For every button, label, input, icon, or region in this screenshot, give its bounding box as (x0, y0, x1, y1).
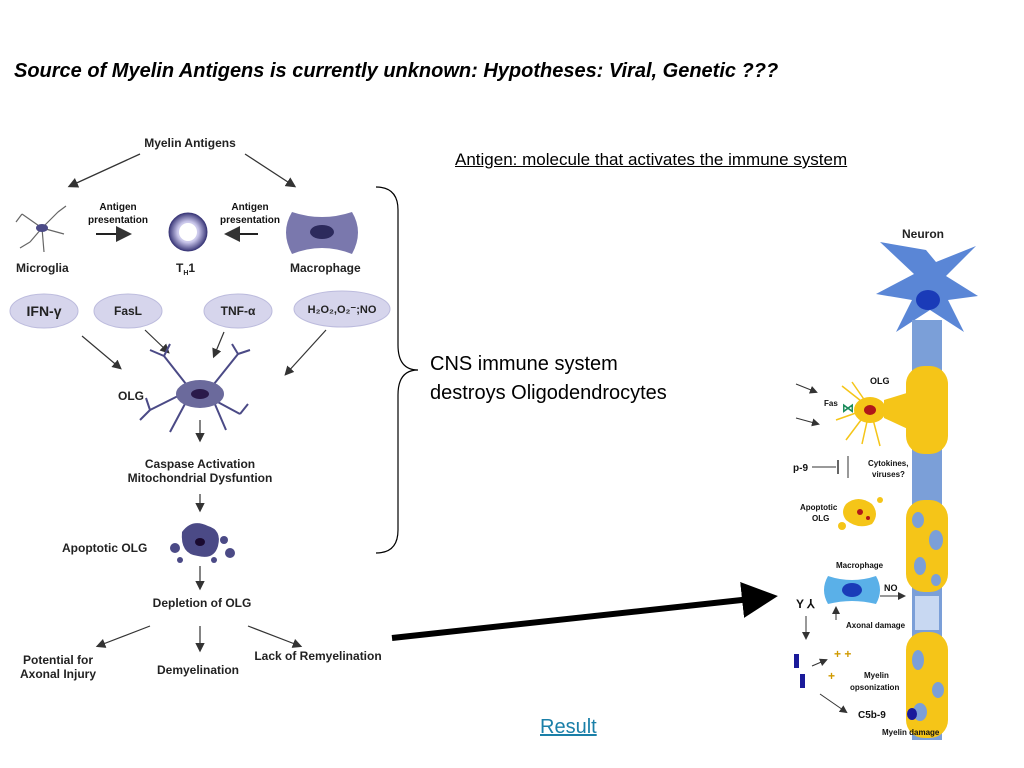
microglia-label: Microglia (16, 261, 69, 275)
cytokines-label-1: Cytokines, (868, 459, 908, 468)
arrow-tnf-to-olg (212, 331, 225, 359)
tnf-alpha-oval (203, 293, 273, 329)
arrow-to-axonal-injury (95, 625, 151, 648)
result-link[interactable]: Result (540, 716, 597, 738)
demyelination-label: Demyelination (157, 663, 239, 677)
arrow-to-microglia (67, 153, 141, 188)
right-macrophage-label: Macrophage (836, 561, 884, 570)
arrow-fasl-to-olg (144, 329, 170, 354)
myelin-sheath-2 (906, 500, 948, 592)
arrow-ifn-to-olg (81, 335, 122, 370)
potential-label-1: Potential for (23, 653, 93, 667)
olg-cell-icon (139, 343, 251, 433)
tnf-alpha-label: TNF-α (221, 304, 256, 318)
arrow-fas-in-2 (795, 417, 820, 427)
apoptotic-olg-icon (170, 523, 235, 563)
antigen-presentation-left-2: presentation (88, 215, 148, 226)
complement-icon-2: + (828, 669, 835, 683)
apoptotic-olg-yellow-icon (838, 497, 883, 530)
fasl-oval (93, 293, 163, 329)
neuron-nucleus (916, 290, 940, 310)
antigen-presentation-right-1: Antigen (231, 202, 268, 213)
myelin-damage-label: Myelin damage (882, 728, 940, 737)
apoptotic-olg-label: Apoptotic OLG (62, 541, 147, 555)
arrow-c5b9 (819, 693, 848, 714)
blue-block-1 (794, 654, 799, 668)
depletion-label: Depletion of OLG (153, 596, 252, 610)
cns-caption-line-2: destroys Oligodendrocytes (430, 382, 667, 404)
antigen-presentation-right-2: presentation (220, 215, 280, 226)
arrow-to-macrophage (244, 153, 297, 188)
microglia-icon (15, 205, 67, 253)
cytokines-label-2: viruses? (872, 470, 905, 479)
right-olg-label: OLG (870, 376, 890, 386)
arrow-opsonization (811, 658, 828, 667)
ros-oval (293, 290, 391, 328)
myelin-opsonization-label-1: Myelin (864, 671, 889, 680)
p9-label: p-9 (793, 463, 808, 474)
axonal-damage-label: Axonal damage (846, 621, 906, 630)
fas-receptor-icon: ⋈ (842, 401, 854, 415)
damaged-axon-segment (915, 596, 939, 630)
th1-nucleus (179, 223, 197, 241)
neuron-body-icon (876, 242, 978, 332)
c5b9-label: C5b-9 (858, 710, 886, 721)
neuron-label: Neuron (902, 227, 944, 241)
arrow-to-lack-remyelination (247, 625, 303, 648)
antibody-icon: Y ⅄ (796, 597, 815, 611)
cns-caption-line-1: CNS immune system (430, 353, 618, 375)
big-arrow-to-result (391, 582, 778, 641)
apoptotic-label-1: Apoptotic (800, 503, 838, 512)
apoptotic-label-2: OLG (812, 514, 829, 523)
grouping-brace (375, 186, 419, 554)
myelin-sheath-1 (906, 366, 948, 454)
arrow-fas-in-1 (795, 383, 818, 394)
ifn-gamma-label: IFN-γ (27, 303, 62, 319)
right-macrophage-nucleus (842, 583, 862, 597)
blue-block-2 (800, 674, 805, 688)
c5b9-complex-icon (907, 708, 917, 720)
fas-label: Fas (824, 399, 838, 408)
cns-caption: CNS immune system destroys Oligodendrocy… (430, 350, 667, 408)
caspase-label-1: Caspase Activation (145, 457, 255, 471)
macrophage-nucleus (310, 225, 334, 239)
olg-yellow-cell-icon (835, 381, 910, 447)
myelin-opsonization-label-2: opsonization (850, 683, 899, 692)
slide-title: Source of Myelin Antigens is currently u… (14, 60, 779, 82)
right-diagram: Neuron OLG Fas ⋈ p-9 Cyto (793, 220, 978, 742)
macrophage-label: Macrophage (290, 261, 361, 275)
caspase-label-2: Mitochondrial Dysfuntion (128, 471, 273, 485)
complement-icon: + + (834, 647, 851, 661)
arrow-ros-to-olg (284, 329, 327, 376)
ifn-gamma-oval (9, 293, 79, 329)
ros-label: H₂O₂,O₂⁻;NO (308, 304, 377, 316)
antigen-definition: Antigen: molecule that activates the imm… (455, 150, 848, 169)
left-diagram: Myelin Antigens Microglia Antigen presen… (9, 136, 391, 681)
antigen-presentation-left-1: Antigen (99, 202, 136, 213)
lack-remyelination-label: Lack of Remyelination (254, 649, 381, 663)
no-label: NO (884, 583, 898, 593)
potential-label-2: Axonal Injury (20, 667, 96, 681)
th1-label: TH1 (176, 261, 195, 277)
olg-label: OLG (118, 389, 144, 403)
myelin-damage-spots (912, 512, 944, 721)
fasl-label: FasL (114, 304, 142, 318)
myelin-antigens-label: Myelin Antigens (144, 136, 236, 150)
